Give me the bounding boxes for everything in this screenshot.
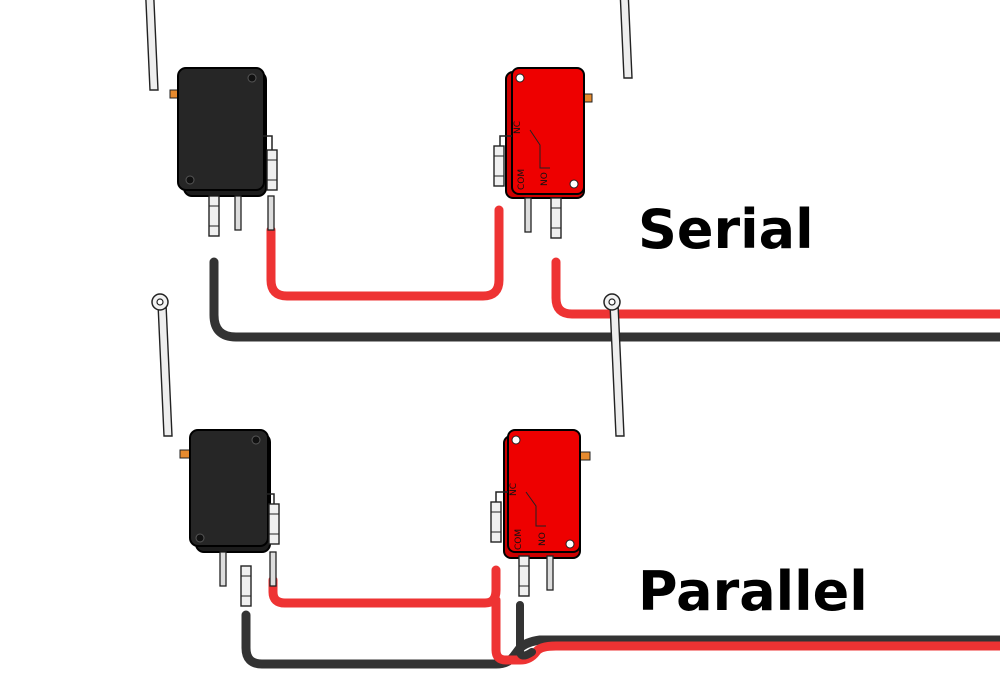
serial-nc-marking: NC	[513, 121, 523, 134]
parallel-red-microswitch: NC NO COM	[490, 293, 625, 597]
black-microswitch	[137, 0, 278, 237]
red-microswitch: NC NO COM	[493, 0, 633, 239]
parallel-black-wire	[241, 610, 1000, 669]
serial-label: Serial	[638, 198, 814, 261]
serial-red-link-wire	[266, 205, 504, 301]
serial-circuit: NC NO COM	[137, 0, 1000, 342]
parallel-no-marking: NO	[538, 532, 548, 546]
parallel-label: Parallel	[638, 560, 868, 623]
serial-no-marking: NO	[540, 172, 550, 186]
parallel-com-marking: COM	[514, 529, 524, 550]
serial-red-out-wire	[551, 257, 1000, 319]
parallel-red-link-wire	[268, 565, 501, 608]
parallel-nc-marking: NC	[509, 483, 519, 496]
parallel-black-microswitch	[151, 293, 280, 607]
serial-black-wire	[209, 257, 1000, 342]
serial-com-marking: COM	[517, 169, 527, 190]
parallel-circuit: NC NO COM	[151, 293, 1000, 669]
